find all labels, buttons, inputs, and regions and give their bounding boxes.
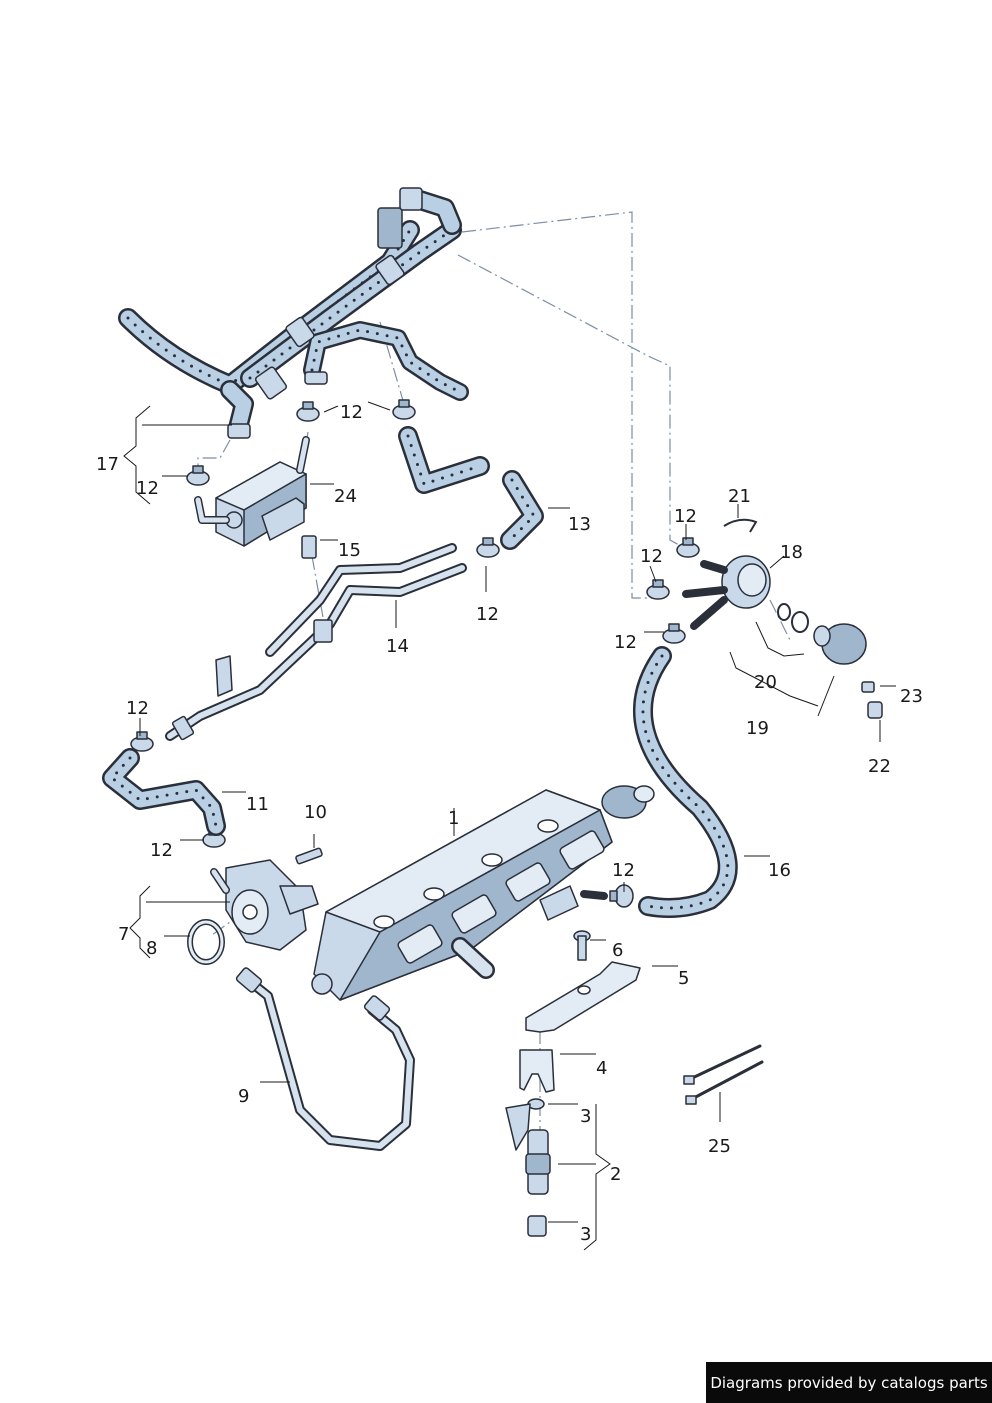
label-8: 8 bbox=[146, 938, 157, 959]
hose-13 bbox=[398, 426, 544, 550]
part-labels: 1 2 3 3 4 5 6 7 8 9 10 11 12 12 12 12 12… bbox=[96, 402, 923, 1245]
fuel-rail-1 bbox=[311, 785, 655, 1001]
label-5: 5 bbox=[678, 968, 689, 989]
pipe-assembly-14 bbox=[165, 535, 467, 741]
label-18: 18 bbox=[780, 542, 803, 563]
label-12: 12 bbox=[614, 632, 637, 653]
label-16: 16 bbox=[768, 860, 791, 881]
label-12: 12 bbox=[612, 860, 635, 881]
label-23: 23 bbox=[900, 686, 923, 707]
label-25: 25 bbox=[708, 1136, 731, 1157]
label-2: 2 bbox=[610, 1164, 621, 1185]
label-22: 22 bbox=[868, 756, 891, 777]
label-14: 14 bbox=[386, 636, 409, 657]
label-9: 9 bbox=[238, 1086, 249, 1107]
bracket-5 bbox=[525, 961, 641, 1033]
label-10: 10 bbox=[304, 802, 327, 823]
label-24: 24 bbox=[334, 486, 357, 507]
label-7: 7 bbox=[118, 924, 129, 945]
label-12: 12 bbox=[126, 698, 149, 719]
label-3: 3 bbox=[580, 1224, 591, 1245]
credit-banner: Diagrams provided by catalogs parts bbox=[706, 1362, 992, 1403]
label-12: 12 bbox=[476, 604, 499, 625]
leader-lines bbox=[123, 401, 896, 1251]
label-17: 17 bbox=[96, 454, 119, 475]
valve-unit-24 bbox=[194, 436, 310, 547]
upper-hose-harness bbox=[118, 187, 469, 439]
credit-text: Diagrams provided by catalogs parts bbox=[710, 1373, 988, 1392]
label-3: 3 bbox=[580, 1106, 591, 1127]
label-12: 12 bbox=[150, 840, 173, 861]
bolt-6 bbox=[573, 930, 591, 961]
label-13: 13 bbox=[568, 514, 591, 535]
label-15: 15 bbox=[338, 540, 361, 561]
label-21: 21 bbox=[728, 486, 751, 507]
label-12: 12 bbox=[340, 402, 363, 423]
cable-ties-25 bbox=[683, 1044, 764, 1105]
pipe-9 bbox=[235, 967, 415, 1151]
label-4: 4 bbox=[596, 1058, 607, 1079]
hose-11 bbox=[102, 748, 226, 836]
pump-7 bbox=[187, 847, 323, 965]
hose-16 bbox=[632, 646, 738, 918]
label-12: 12 bbox=[674, 506, 697, 527]
label-19: 19 bbox=[746, 718, 769, 739]
label-20: 20 bbox=[754, 672, 777, 693]
label-12: 12 bbox=[640, 546, 663, 567]
label-6: 6 bbox=[612, 940, 623, 961]
filter-valve-18 bbox=[682, 518, 883, 719]
injector-assembly bbox=[505, 1049, 555, 1237]
label-11: 11 bbox=[246, 794, 269, 815]
label-1: 1 bbox=[448, 808, 459, 829]
label-12: 12 bbox=[136, 478, 159, 499]
